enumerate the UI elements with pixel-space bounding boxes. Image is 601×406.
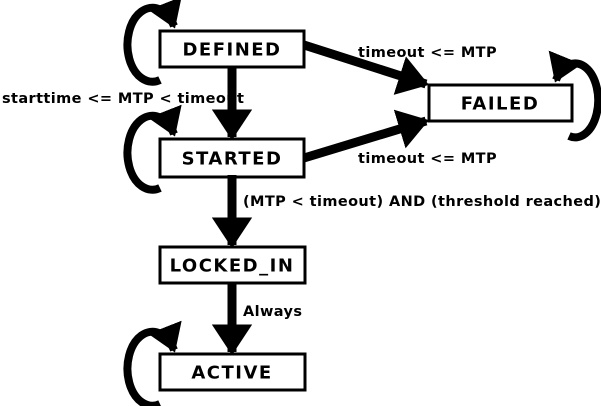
self-loops (123, 0, 601, 406)
state-active-box (158, 352, 307, 392)
edge-started-to-failed-label: timeout <= MTP (358, 151, 497, 167)
edge-defined-to-started-label: starttime <= MTP < timeout (2, 91, 244, 107)
defined-self-loop-arrow (123, 0, 182, 86)
state-active-label: ACTIVE (191, 363, 272, 384)
transition-arrows (211, 40, 429, 356)
state-defined-box (158, 29, 306, 69)
state-locked-in-label: LOCKED_IN (170, 256, 295, 277)
state-failed-label: FAILED (461, 94, 540, 115)
state-defined-label: DEFINED (182, 40, 281, 61)
state-active: ACTIVE (158, 352, 307, 392)
edge-started-to-locked-in-label: (MTP < timeout) AND (threshold reached) (243, 194, 601, 210)
transition-labels: starttime <= MTP < timeout timeout <= MT… (2, 45, 601, 320)
state-failed-box (427, 83, 574, 123)
state-started-label: STARTED (182, 149, 283, 170)
started-self-loop-arrow (123, 104, 182, 194)
state-started: STARTED (158, 137, 306, 179)
active-self-loop-arrow (123, 320, 182, 406)
edge-defined-to-failed-label: timeout <= MTP (358, 45, 497, 61)
state-locked-in: LOCKED_IN (158, 245, 307, 285)
states: DEFINED STARTED FAILED LOCKED_IN ACTIVE (158, 29, 574, 392)
state-failed: FAILED (427, 83, 574, 123)
failed-self-loop-arrow (548, 50, 601, 142)
edge-locked-in-to-active-label: Always (243, 304, 302, 320)
state-defined: DEFINED (158, 29, 306, 69)
edge-started-to-failed-arrow (302, 109, 429, 163)
edge-defined-to-failed-arrow (302, 40, 429, 95)
